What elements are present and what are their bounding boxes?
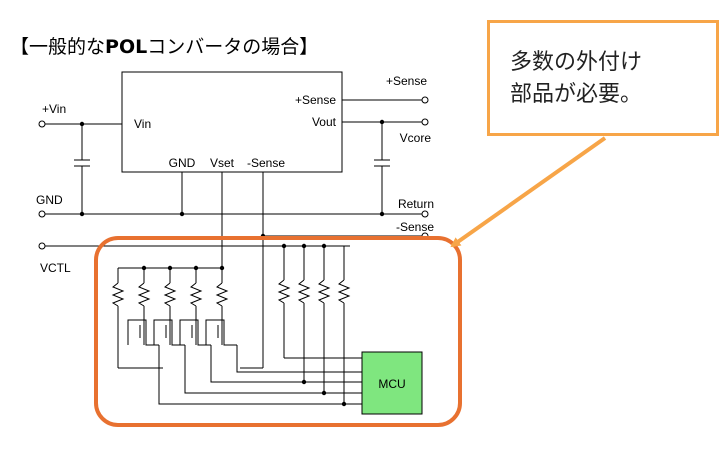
pin-plus-sense-label: +Sense — [295, 93, 336, 107]
external-parts-highlight — [94, 236, 462, 427]
mcu-block — [361, 351, 423, 415]
terminal-minus-sense-label: -Sense — [396, 220, 434, 234]
callout-line-2: 部品が必要。 — [510, 82, 643, 107]
pin-vset-label: Vset — [210, 156, 235, 170]
terminal-circles — [38, 96, 429, 250]
callout-text: 多数の外付け 部品が必要。 — [510, 47, 642, 111]
pin-gnd-label: GND — [169, 156, 196, 170]
terminal-return-label: Return — [398, 197, 434, 211]
callout-line-1: 多数の外付け — [510, 50, 643, 75]
pin-minus-sense-label: -Sense — [247, 156, 285, 170]
mcu-label: MCU — [378, 377, 405, 391]
pin-vout-label: Vout — [312, 115, 337, 129]
terminal-plus-vin-label: +Vin — [42, 102, 66, 116]
diagram-title: 【一般的なPOLコンバータの場合】 — [10, 36, 319, 58]
pin-vin-label: Vin — [134, 117, 151, 131]
callout-box: 多数の外付け 部品が必要。 — [487, 20, 719, 136]
terminal-vcore-label: Vcore — [400, 131, 432, 145]
terminal-gnd-label: GND — [36, 193, 63, 207]
terminal-plus-sense-label: +Sense — [386, 74, 427, 88]
callout-arrow — [450, 136, 607, 248]
terminal-vctl-label: VCTL — [40, 261, 71, 275]
title-bold-pol: POL — [105, 36, 148, 58]
